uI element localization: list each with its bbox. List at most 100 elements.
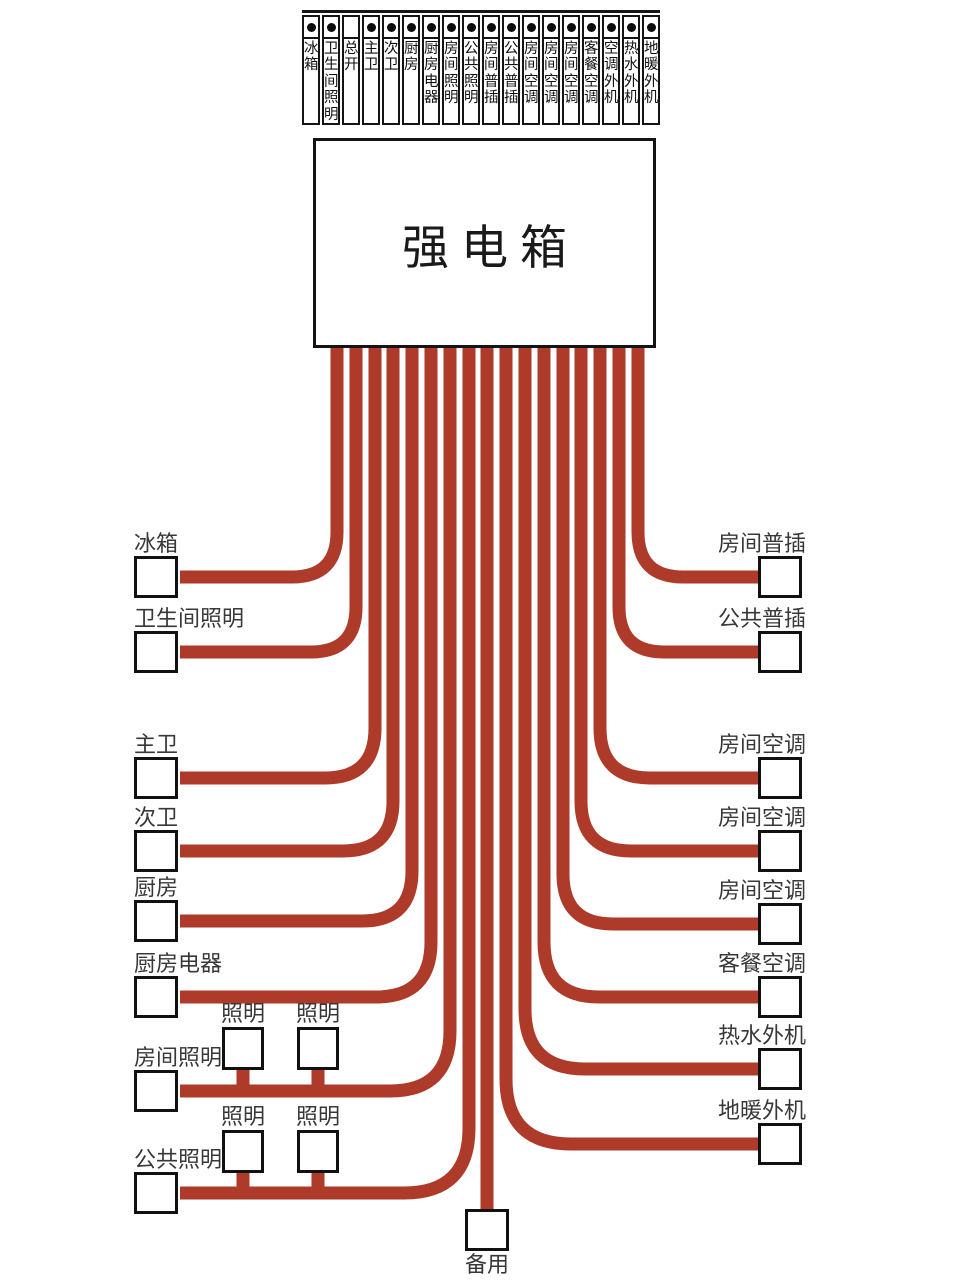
circuit-box-room-ac-1: [758, 757, 802, 799]
breaker-dot-area: [604, 17, 618, 39]
breaker-dot-icon: [526, 22, 536, 32]
breaker-label: 热水外机: [624, 41, 639, 107]
breaker-dot-area: [544, 17, 558, 39]
circuit-label-public-light: 公共照明: [134, 1147, 223, 1172]
circuit-box-fridge: [134, 556, 178, 598]
circuit-box-room-ac-3: [758, 903, 802, 945]
circuit-label-water-heater: 热水外机: [717, 1023, 806, 1048]
breaker-dot-area: [504, 17, 518, 39]
circuit-label-bathroom-light: 卫生间照明: [134, 606, 245, 631]
breaker-label: 房间空调: [544, 41, 559, 107]
circuit-box-public-socket: [758, 631, 802, 673]
circuit-box-public-light: [134, 1172, 178, 1214]
distribution-box-title: 强电箱: [402, 222, 579, 275]
subunit-box-light-2: [297, 1027, 339, 1070]
circuit-label-public-socket: 公共普插: [717, 606, 806, 631]
breaker-label: 房间空调: [524, 41, 539, 107]
breaker-label: 次卫: [384, 41, 399, 74]
breaker-label: 房间空调: [564, 41, 579, 107]
breaker-cell-room-light: 房间照明: [442, 15, 460, 125]
circuit-box-spare: [465, 1209, 509, 1251]
circuit-label-fridge: 冰箱: [134, 531, 179, 556]
breaker-dot-icon: [326, 22, 336, 32]
breaker-strip: 冰箱 卫生间照明 总开 主卫 次卫 厨房 厨房电器 房间照明 公共照明 房间普插…: [302, 10, 660, 125]
subunit-label-light-4: 照明: [295, 1104, 340, 1129]
circuit-label-room-ac-1: 房间空调: [717, 732, 806, 757]
circuit-box-room-ac-2: [758, 830, 802, 872]
breaker-dot-area: [304, 17, 318, 39]
circuit-label-room-socket: 房间普插: [717, 531, 806, 556]
breaker-label: 公共普插: [504, 41, 519, 107]
circuit-label-room-ac-2: 房间空调: [717, 805, 806, 830]
breaker-dot-area: [464, 17, 478, 39]
breaker-dot-area: [564, 17, 578, 39]
breaker-dot-area: [524, 17, 538, 39]
circuit-box-water-heater: [758, 1048, 802, 1090]
breaker-dot-area: [324, 17, 338, 39]
wire-kitchen: [180, 344, 419, 928]
breaker-dot-area: [344, 17, 358, 39]
wire-public-socket: [612, 344, 760, 659]
wire-master-bath: [180, 344, 382, 785]
breaker-dot-icon: [426, 22, 436, 32]
circuit-box-kitchen: [134, 900, 178, 942]
breaker-dot-area: [644, 17, 658, 39]
wire-floor-heating: [499, 344, 760, 1151]
breaker-cell-public-socket: 公共普插: [502, 15, 520, 125]
wire-public-light: [180, 344, 476, 1200]
circuit-label-kitchen-appliance: 厨房电器: [134, 951, 223, 976]
wire-kitchen-appliance: [180, 344, 438, 1004]
subunit-box-light-1: [222, 1027, 264, 1070]
breaker-dot-icon: [486, 22, 496, 32]
breaker-cell-room-ac-2: 房间空调: [542, 15, 560, 125]
breaker-label: 房间普插: [484, 41, 499, 107]
breaker-cell-ac-outdoor: 空调外机: [602, 15, 620, 125]
breaker-label: 厨房电器: [424, 41, 439, 107]
breaker-dot-icon: [406, 22, 416, 32]
breaker-cell-kitchen: 厨房: [402, 15, 420, 125]
breaker-cell-kitchen-appliance: 厨房电器: [422, 15, 440, 125]
breaker-dot-icon: [386, 22, 396, 32]
breaker-cell-master-bath: 主卫: [362, 15, 380, 125]
circuit-label-living-ac: 客餐空调: [717, 951, 806, 976]
breaker-dot-icon: [466, 22, 476, 32]
breaker-cell-living-ac: 客餐空调: [582, 15, 600, 125]
breaker-cell-fridge: 冰箱: [302, 15, 320, 125]
circuit-box-room-light: [134, 1070, 178, 1112]
wire-room-socket: [631, 344, 760, 584]
breaker-label: 地暖外机: [644, 41, 659, 107]
breaker-label: 卫生间照明: [324, 41, 339, 123]
breaker-dot-icon: [506, 22, 516, 32]
subunit-label-light-2: 照明: [295, 1001, 340, 1026]
circuit-label-room-ac-3: 房间空调: [717, 878, 806, 903]
circuit-label-room-light: 房间照明: [134, 1045, 223, 1070]
breaker-dot-area: [584, 17, 598, 39]
breaker-label: 客餐空调: [584, 41, 599, 107]
breaker-cell-main-switch: 总开: [342, 15, 360, 125]
breaker-dot-icon: [586, 22, 596, 32]
subunit-box-light-3: [222, 1130, 264, 1173]
breaker-dot-area: [364, 17, 378, 39]
wire-room-ac-1: [593, 344, 760, 785]
subunit-box-light-4: [297, 1130, 339, 1173]
circuit-label-second-bath: 次卫: [134, 805, 179, 830]
breaker-dot-icon: [646, 22, 656, 32]
breaker-dot-icon: [566, 22, 576, 32]
wire-second-bath: [180, 344, 400, 858]
breaker-cell-floor-heating: 地暖外机: [642, 15, 660, 125]
circuit-box-room-socket: [758, 556, 802, 598]
breaker-dot-icon: [366, 22, 376, 32]
circuit-box-master-bath: [134, 757, 178, 799]
breaker-label: 总开: [344, 41, 359, 74]
circuit-box-living-ac: [758, 976, 802, 1018]
wire-room-ac-3: [556, 344, 760, 931]
breaker-cell-room-ac-3: 房间空调: [562, 15, 580, 125]
wire-living-ac: [537, 344, 760, 1004]
subunit-label-light-1: 照明: [220, 1001, 265, 1026]
breaker-label: 厨房: [404, 41, 419, 74]
breaker-label: 空调外机: [604, 41, 619, 107]
breaker-dot-icon: [446, 22, 456, 32]
breaker-dot-icon: [546, 22, 556, 32]
